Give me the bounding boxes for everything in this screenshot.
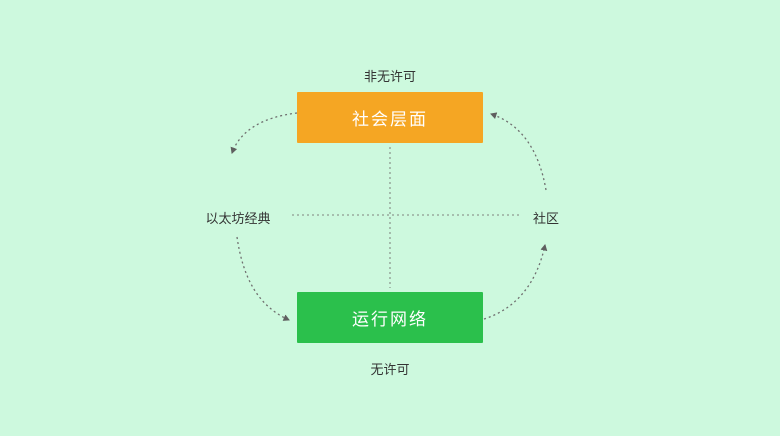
label-permissionless: 无许可	[370, 362, 410, 377]
node-social-layer: 社会层面	[297, 92, 483, 143]
label-community: 社区	[532, 211, 560, 226]
connector-community-to-social	[490, 112, 547, 191]
node-running-network-label: 运行网络	[352, 310, 428, 329]
node-running-network: 运行网络	[297, 292, 483, 343]
label-non-permissionless: 非无许可	[363, 69, 417, 84]
label-ethereum-classic: 以太坊经典	[205, 211, 271, 226]
node-social-layer-label: 社会层面	[352, 110, 428, 129]
connector-etc-to-network	[236, 236, 290, 321]
connector-social-to-etc	[230, 112, 298, 154]
connector-network-to-community	[483, 244, 548, 320]
